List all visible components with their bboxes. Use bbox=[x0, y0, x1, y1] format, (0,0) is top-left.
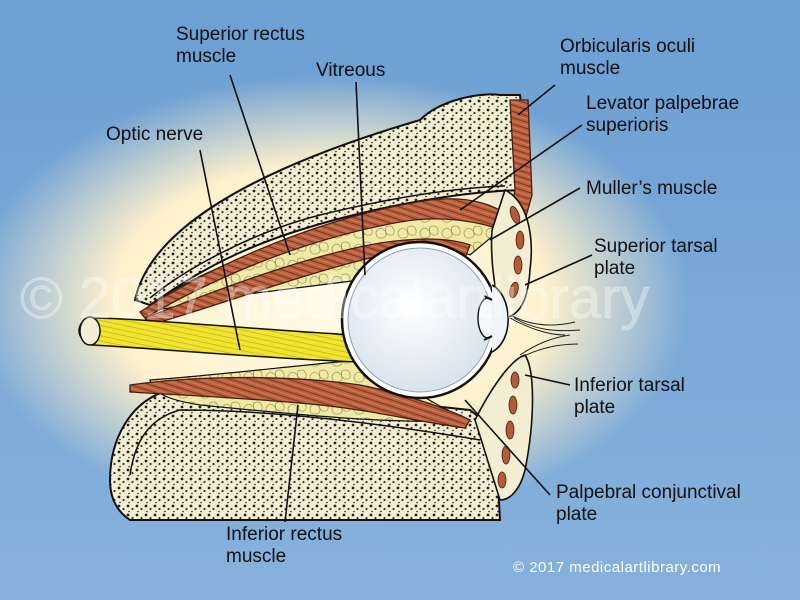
label-inferior-rectus-line1: Inferior rectus bbox=[226, 524, 343, 545]
label-muller: Muller’s muscle bbox=[586, 178, 717, 200]
label-levator: Levator palpebrae superioris bbox=[586, 93, 739, 137]
iris bbox=[483, 295, 493, 341]
label-superior-rectus-line1: Superior rectus bbox=[176, 24, 305, 45]
label-orbicularis-line1: Orbicularis oculi bbox=[560, 36, 696, 57]
label-inferior-rectus-line2: muscle bbox=[226, 546, 287, 567]
leader-lines bbox=[199, 74, 593, 523]
label-superior-rectus: Superior rectus muscle bbox=[176, 24, 305, 68]
label-inferior-tarsal-line2: plate bbox=[574, 397, 616, 418]
label-superior-tarsal-line2: plate bbox=[594, 258, 636, 279]
lower-tarsal-segments bbox=[497, 371, 520, 489]
watermark: © 2017 medicalartlibrary bbox=[20, 266, 649, 331]
cornea bbox=[491, 284, 509, 353]
orbital-floor-cortex bbox=[129, 409, 481, 476]
label-optic-nerve: Optic nerve bbox=[106, 124, 203, 146]
optic-nerve-end bbox=[79, 316, 101, 346]
label-vitreous-line1: Vitreous bbox=[316, 60, 386, 81]
label-palpebral-line2: plate bbox=[556, 504, 598, 525]
label-superior-tarsal: Superior tarsal plate bbox=[594, 236, 718, 280]
orbital-roof-cortex bbox=[149, 185, 506, 299]
copyright-notice: © 2017 medicalartlibrary.com bbox=[513, 559, 722, 576]
label-superior-tarsal-line1: Superior tarsal bbox=[594, 236, 718, 257]
label-levator-line1: Levator palpebrae bbox=[586, 93, 740, 114]
upper-eyelashes bbox=[509, 315, 581, 336]
label-optic-nerve-line1: Optic nerve bbox=[106, 124, 204, 145]
label-palpebral-line1: Palpebral conjunctival bbox=[556, 482, 741, 503]
lower-eyelashes bbox=[519, 334, 579, 358]
label-superior-rectus-line2: muscle bbox=[176, 46, 237, 67]
lower-eyelid bbox=[474, 354, 534, 501]
label-muller-line1: Muller’s muscle bbox=[586, 178, 718, 199]
upper-tarsal-segments bbox=[509, 206, 525, 299]
label-orbicularis-line2: muscle bbox=[560, 58, 621, 79]
label-palpebral: Palpebral conjunctival plate bbox=[556, 482, 741, 526]
label-inferior-tarsal: Inferior tarsal plate bbox=[574, 375, 685, 419]
label-inferior-tarsal-line1: Inferior tarsal bbox=[574, 375, 685, 396]
label-vitreous: Vitreous bbox=[316, 60, 385, 82]
label-levator-line2: superioris bbox=[586, 115, 669, 136]
inferior-rectus-muscle bbox=[129, 376, 471, 429]
label-orbicularis: Orbicularis oculi muscle bbox=[560, 36, 695, 80]
label-inferior-rectus: Inferior rectus muscle bbox=[226, 524, 342, 568]
